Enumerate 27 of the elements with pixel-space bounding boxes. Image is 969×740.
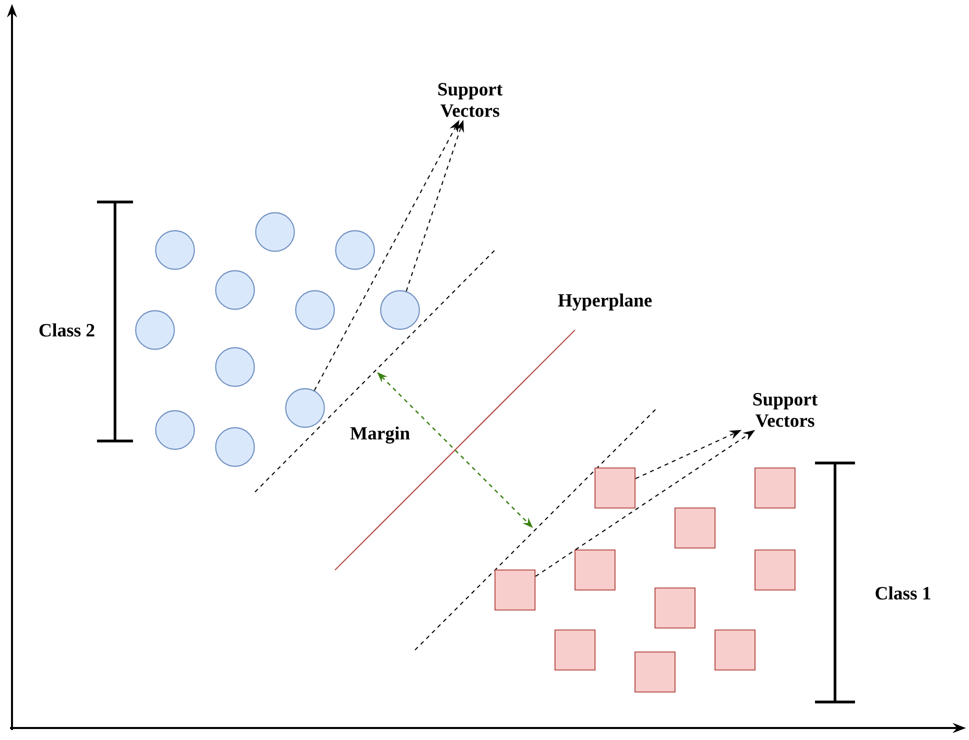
text-label: Class 1 <box>876 586 930 600</box>
class-circle <box>215 347 255 387</box>
text-label: Support Vectors <box>438 83 503 117</box>
class-circle <box>155 230 195 270</box>
class-square <box>654 587 696 629</box>
class-circle <box>135 310 175 350</box>
text-label: Margin <box>350 426 410 444</box>
class-square <box>594 467 636 509</box>
class-square <box>554 629 596 671</box>
class-square <box>494 569 536 611</box>
class-circle <box>215 427 255 467</box>
text-label: Support Vectors <box>753 393 818 427</box>
class-square <box>574 549 616 591</box>
text-label: Hyperplane <box>558 294 652 310</box>
class-circle <box>255 212 295 252</box>
class-square <box>754 549 796 591</box>
class-square <box>674 507 716 549</box>
class-square <box>754 467 796 509</box>
class-circle <box>295 290 335 330</box>
class-square <box>714 629 756 671</box>
class-circle <box>155 410 195 450</box>
class-circle <box>380 290 420 330</box>
class-circle <box>285 388 325 428</box>
class-circle <box>335 230 375 270</box>
class-circle <box>215 270 255 310</box>
text-label: Class 2 <box>39 323 94 337</box>
class-square <box>634 651 676 693</box>
